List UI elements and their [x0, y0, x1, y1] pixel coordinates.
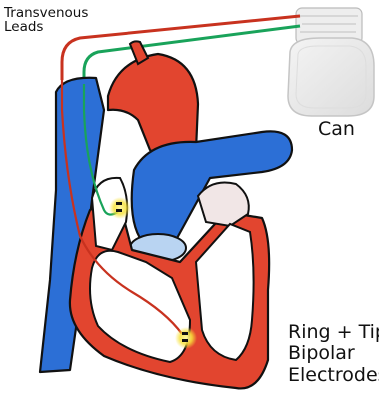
leads-label-line2: Leads	[4, 20, 88, 34]
atrial-electrode	[109, 197, 131, 219]
electrodes-label: Ring + Tip Bipolar Electrodes	[288, 322, 379, 386]
electrodes-label-line3: Electrodes	[288, 365, 379, 386]
transvenous-leads-label: Transvenous Leads	[4, 6, 88, 34]
can-label: Can	[318, 120, 355, 140]
pacemaker-can	[288, 8, 374, 116]
electrodes-label-line1: Ring + Tip	[288, 322, 379, 343]
left-atrium	[198, 183, 249, 227]
ventricular-electrode	[175, 327, 197, 349]
electrodes-label-line2: Bipolar	[288, 343, 379, 364]
leads-label-line1: Transvenous	[4, 6, 88, 20]
